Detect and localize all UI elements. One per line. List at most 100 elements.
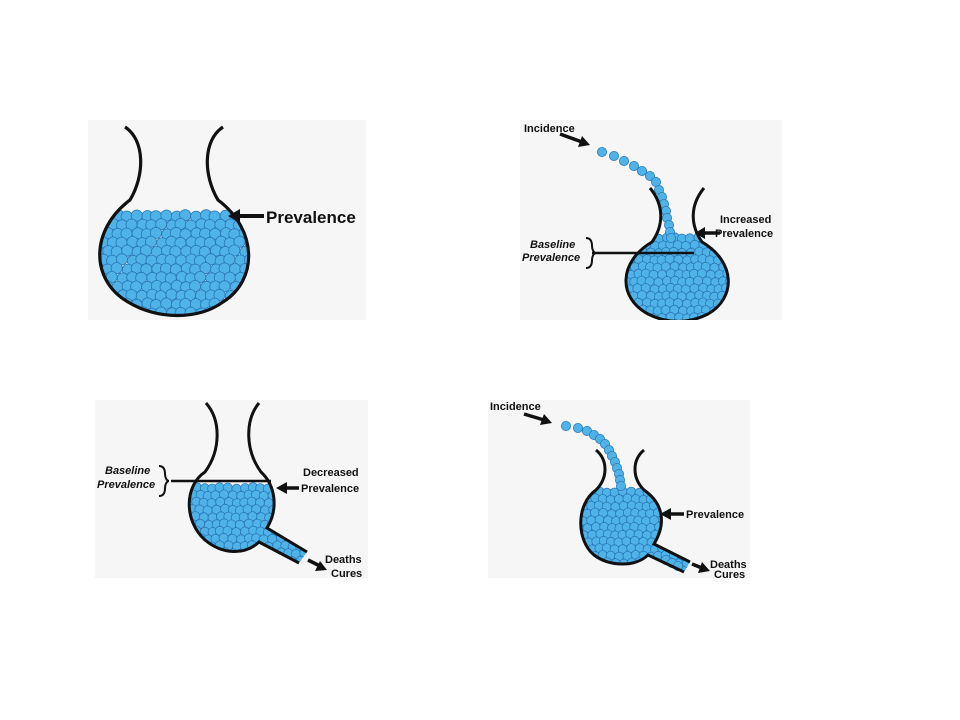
ball — [317, 298, 328, 309]
ball — [190, 554, 201, 563]
ball — [252, 562, 263, 563]
ball — [733, 277, 742, 286]
ball — [239, 316, 250, 320]
ball — [357, 316, 366, 321]
ball — [280, 496, 291, 507]
ball — [235, 564, 244, 573]
ball — [680, 544, 690, 555]
ball — [189, 555, 194, 563]
ball — [606, 564, 617, 572]
ball — [586, 558, 596, 569]
ball — [287, 498, 298, 509]
ball — [328, 316, 339, 320]
ball — [88, 211, 94, 222]
ball — [309, 505, 318, 514]
ball — [99, 209, 104, 222]
ball — [625, 254, 627, 265]
ball — [207, 556, 218, 563]
ball — [194, 562, 205, 563]
ball — [629, 161, 640, 172]
ball — [189, 526, 193, 537]
ball — [247, 262, 249, 275]
ball — [288, 299, 299, 310]
ball — [735, 292, 744, 301]
ball — [299, 533, 307, 544]
ball — [332, 272, 343, 283]
panel-steady-state: Incidence Prevalence Deaths Cures — [488, 400, 750, 578]
ball — [278, 511, 289, 522]
arrow-prevalence — [660, 508, 684, 520]
label-cures: Cures — [714, 569, 745, 578]
ball — [332, 291, 343, 302]
ball — [149, 315, 162, 316]
arrow-deaths-cures — [307, 558, 327, 571]
ball — [685, 565, 690, 572]
ball — [343, 273, 354, 284]
ball — [111, 315, 124, 316]
ball — [313, 498, 322, 507]
label-decreased-prevalence: Prevalence — [301, 483, 359, 495]
ball — [590, 565, 600, 572]
panel-prevalence: Prevalence — [88, 120, 366, 320]
ball — [342, 254, 353, 265]
ball — [726, 261, 729, 272]
ball — [263, 308, 274, 319]
ball — [264, 237, 275, 248]
ball — [299, 504, 307, 515]
ball — [99, 315, 103, 316]
ball — [580, 501, 582, 512]
ball — [175, 528, 184, 537]
ball — [255, 308, 266, 319]
ball — [214, 307, 227, 316]
ball — [99, 288, 109, 301]
ball — [308, 534, 317, 543]
ball — [303, 540, 307, 551]
ball — [714, 313, 725, 320]
ball — [189, 562, 197, 563]
ball — [179, 535, 188, 544]
ball — [323, 236, 334, 247]
ball — [309, 299, 320, 310]
ball — [259, 548, 270, 559]
ball — [279, 317, 290, 320]
ball — [264, 255, 275, 266]
ball — [179, 564, 188, 573]
ball — [625, 312, 628, 320]
ball — [333, 238, 344, 249]
ball — [297, 298, 308, 309]
ball — [662, 522, 673, 532]
ball — [175, 484, 184, 493]
ball — [672, 487, 683, 498]
baseline-brace — [158, 465, 170, 497]
ball — [615, 565, 625, 572]
ball — [275, 503, 286, 514]
ball — [571, 516, 580, 525]
ball — [296, 526, 307, 537]
ball — [614, 291, 623, 300]
ball — [180, 491, 189, 500]
ball — [358, 228, 367, 239]
ball — [567, 536, 576, 545]
ball — [735, 306, 744, 315]
label-cures: Cures — [331, 568, 362, 578]
ball — [313, 541, 322, 550]
ball — [352, 237, 363, 248]
ball — [702, 495, 711, 504]
ball — [191, 317, 202, 320]
ball — [237, 298, 249, 311]
ball — [268, 282, 279, 293]
ball — [650, 486, 661, 497]
ball — [677, 523, 688, 533]
ball — [571, 530, 580, 539]
ball — [573, 422, 584, 433]
ball — [271, 554, 282, 563]
ball — [88, 280, 94, 291]
flask-diagram-deaths-cures: Baseline Prevalence Decreased Prevalence… — [97, 402, 362, 578]
ball — [672, 530, 683, 541]
ball — [274, 254, 285, 265]
ball — [233, 307, 246, 316]
ball — [294, 273, 305, 284]
ball — [348, 280, 359, 291]
ball — [176, 499, 185, 508]
ball — [250, 298, 261, 309]
